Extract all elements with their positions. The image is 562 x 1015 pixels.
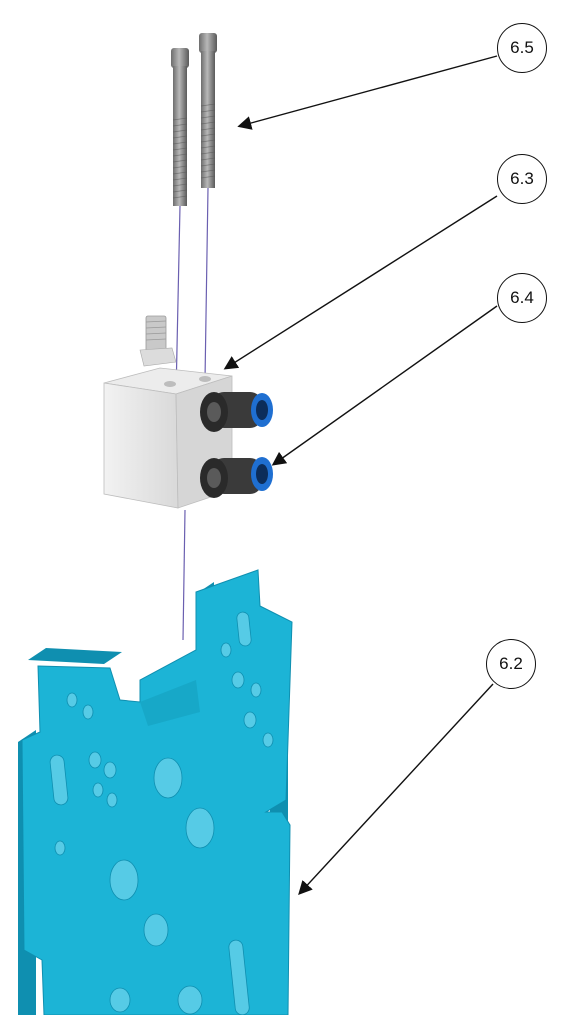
screw-right (199, 33, 217, 188)
callout-6-3: 6.3 (497, 154, 547, 204)
leader-6-4 (271, 305, 498, 466)
callout-6-5: 6.5 (497, 23, 547, 73)
leader-arrows (223, 55, 498, 896)
push-in-fitting-upper (200, 392, 273, 432)
callout-label: 6.5 (510, 38, 534, 57)
push-in-fitting-lower (200, 457, 273, 498)
assembly-axis-lines (175, 187, 209, 641)
callout-label: 6.4 (510, 288, 534, 307)
screw-left (171, 48, 189, 206)
callout-6-4: 6.4 (497, 273, 547, 323)
leader-6-2 (298, 683, 494, 896)
callout-6-2: 6.2 (486, 639, 536, 689)
callout-label: 6.2 (499, 654, 523, 673)
base-plate (18, 569, 293, 1015)
leader-6-5 (237, 55, 498, 130)
leader-6-3 (223, 195, 498, 370)
callout-label: 6.3 (510, 169, 534, 188)
